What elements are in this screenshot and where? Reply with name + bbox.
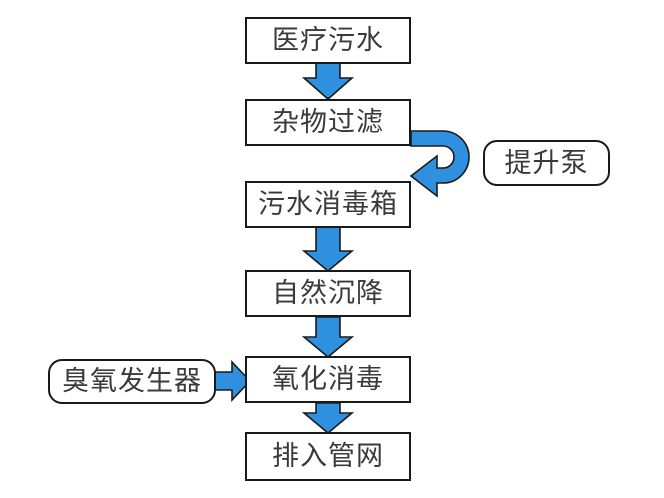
node-medical-wastewater[interactable]: 医疗污水: [245, 17, 411, 64]
node-oxidation-disinfection-label: 氧化消毒: [272, 364, 384, 394]
node-ozone-generator-label: 臭氧发生器: [62, 366, 202, 396]
node-debris-filter[interactable]: 杂物过滤: [245, 99, 411, 146]
node-lift-pump-label: 提升泵: [504, 147, 589, 178]
node-wastewater-disinfection-tank-label: 污水消毒箱: [258, 189, 398, 219]
node-lift-pump[interactable]: 提升泵: [483, 140, 610, 186]
node-discharge-to-pipe-network-label: 排入管网: [272, 441, 384, 471]
node-debris-filter-label: 杂物过滤: [272, 107, 384, 137]
node-natural-settling[interactable]: 自然沉降: [245, 270, 411, 317]
arrow-natural-settling-to-oxidation-disinfection: [301, 316, 355, 359]
arrow-medical-wastewater-to-debris-filter: [301, 61, 355, 101]
node-wastewater-disinfection-tank[interactable]: 污水消毒箱: [245, 181, 411, 228]
arrow-oxidation-disinfection-to-pipe-network: [301, 402, 355, 435]
arrow-debris-filter-to-disinfection-tank: [409, 130, 470, 198]
node-natural-settling-label: 自然沉降: [272, 278, 384, 308]
node-ozone-generator[interactable]: 臭氧发生器: [48, 359, 216, 404]
node-oxidation-disinfection[interactable]: 氧化消毒: [245, 356, 411, 403]
node-medical-wastewater-label: 医疗污水: [272, 25, 384, 55]
node-discharge-to-pipe-network[interactable]: 排入管网: [245, 432, 411, 481]
